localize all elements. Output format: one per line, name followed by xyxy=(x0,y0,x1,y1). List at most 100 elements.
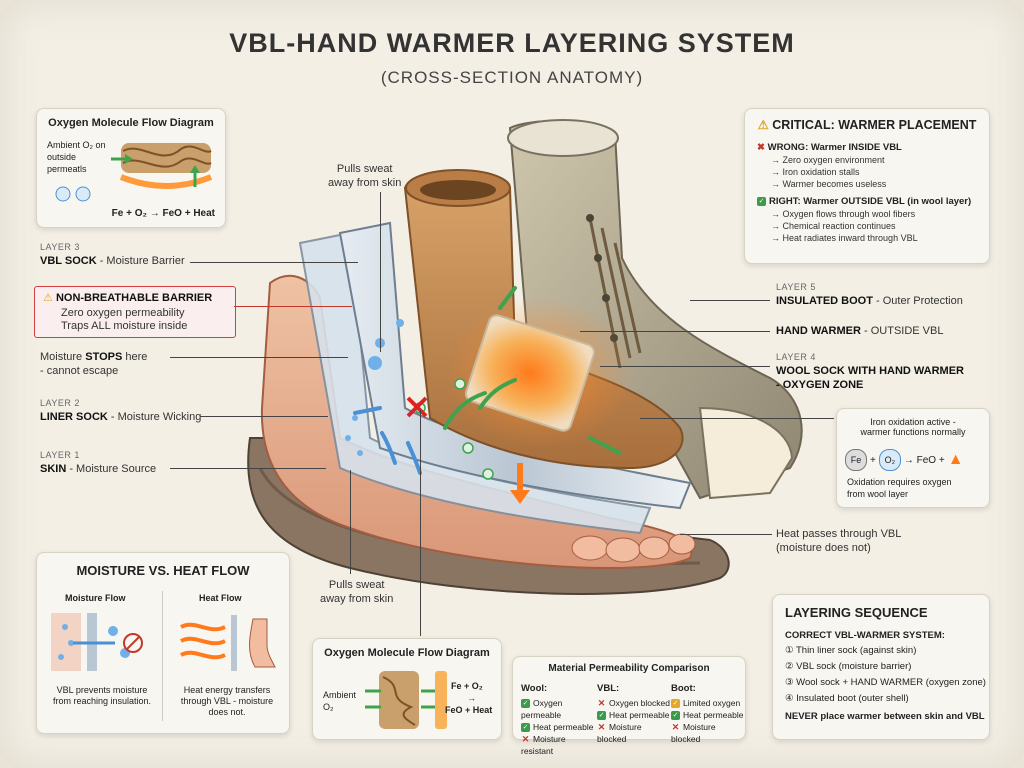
permeability-title: Material Permeability Comparison xyxy=(548,663,710,674)
moisture-heat-title: MOISTURE VS. HEAT FLOW xyxy=(76,563,250,578)
perm-item: ✓Oxygen permeable xyxy=(521,698,563,720)
sequence-step: ② VBL sock (moisture barrier) xyxy=(785,661,912,672)
pulls-sweat-bottom-leader xyxy=(350,470,351,574)
oxidation-note1: Oxidation requires oxygen xyxy=(847,477,952,487)
hand-warmer-label: HAND WARMER - OUTSIDE VBL xyxy=(776,325,944,337)
oxygen-bottom-ambient: Ambient O₂ xyxy=(323,690,357,712)
heat-passes-label: Heat passes through VBL(moisture does no… xyxy=(776,528,902,554)
check-icon: ✓ xyxy=(521,723,530,733)
x-icon: ✕ xyxy=(597,698,606,709)
wrong-item: → Iron oxidation stalls xyxy=(771,167,860,177)
right-item: → Oxygen flows through wool fibers xyxy=(771,209,916,219)
oxidation-equation: Fe + O₂ → FeO + ▲ xyxy=(845,449,964,471)
right-item: → Heat radiates inward through VBL xyxy=(771,233,918,243)
x-icon: ✕ xyxy=(597,722,606,733)
hand-warmer-pad xyxy=(464,314,596,432)
layer3-label: LAYER 3 VBL SOCK - Moisture Barrier xyxy=(40,242,185,267)
perm-item: ✓Heat permeable xyxy=(521,722,594,733)
perm-item: ✓Limited oxygen xyxy=(671,698,741,709)
sequence-title: LAYERING SEQUENCE xyxy=(785,605,928,620)
check-icon: ✓ xyxy=(671,711,680,721)
perm-item: ✓Heat permeable xyxy=(597,710,670,721)
check-icon: ✓ xyxy=(757,196,766,206)
oxygen-flow-card-top: Oxygen Molecule Flow Diagram Ambient O₂ … xyxy=(36,108,226,228)
x-icon: ✕ xyxy=(671,722,680,733)
oxygen-bottom-eq3: FeO + Heat xyxy=(445,705,493,715)
layer5-leader-line xyxy=(690,300,770,301)
sequence-warning: NEVER place warmer between skin and VBL xyxy=(785,711,985,722)
oxygen-ambient-text: Ambient O₂ on outside permeatls xyxy=(47,140,106,174)
wrong-item: → Zero oxygen environment xyxy=(771,155,885,165)
heat-caption: Heat energy transfers through VBL - mois… xyxy=(180,685,274,717)
wool-fiber-bottom-icon xyxy=(365,671,447,729)
permeability-card: Material Permeability Comparison Wool: ✓… xyxy=(512,656,746,756)
heat-passes-leader-line xyxy=(680,534,772,535)
perm-item: ✕Moisture resistant xyxy=(521,734,566,756)
layer4-label: LAYER 4 WOOL SOCK WITH HAND WARMER- OXYG… xyxy=(776,352,965,391)
oxygen-flow-card-bottom: Oxygen Molecule Flow Diagram Ambient O₂ … xyxy=(312,638,502,740)
page-title: VBL-HAND WARMER LAYERING SYSTEM xyxy=(229,28,795,58)
layer1-leader-line xyxy=(170,468,326,469)
barrier-line1: Zero oxygen permeability xyxy=(61,307,185,319)
x-icon: ✕ xyxy=(521,734,530,745)
perm-item: ✕Moisture blocked xyxy=(671,722,716,744)
wrong-x-icon: ✖ xyxy=(757,142,765,153)
hand-warmer-leader-line xyxy=(580,331,770,332)
barrier-leader-line xyxy=(234,306,352,307)
oxidation-note2: from wool layer xyxy=(847,489,909,499)
oxygen-flow-bottom-title: Oxygen Molecule Flow Diagram xyxy=(324,647,490,659)
heat-flow-label: Heat Flow xyxy=(199,593,242,603)
perm-item: ✕Moisture blocked xyxy=(597,722,642,744)
layer2-label: LAYER 2 LINER SOCK - Moisture Wicking xyxy=(40,398,202,423)
pulls-sweat-top-leader xyxy=(380,192,381,352)
oxygen-arrows xyxy=(443,286,622,455)
oxidation-line2: warmer functions normally xyxy=(860,427,966,437)
layer4-leader-line xyxy=(600,366,770,367)
moisture-flow-label: Moisture Flow xyxy=(65,593,126,603)
layering-sequence-card: LAYERING SEQUENCE CORRECT VBL-WARMER SYS… xyxy=(772,594,990,740)
wool-column: Wool: ✓Oxygen permeable ✓Heat permeable … xyxy=(521,683,597,757)
oxygen-bottom-eq1: Fe + O₂ xyxy=(451,681,483,691)
oxygen-flow-top-title: Oxygen Molecule Flow Diagram xyxy=(48,117,214,129)
insulated-boot xyxy=(507,119,803,500)
oxidation-card: Iron oxidation active - warmer functions… xyxy=(836,408,990,508)
moisture-stops-leader-line xyxy=(170,357,348,358)
warning-check-icon: ✓ xyxy=(671,699,680,709)
warning-icon: ⚠ xyxy=(757,118,769,132)
moisture-caption: VBL prevents moisture from reaching insu… xyxy=(52,685,152,706)
moisture-vs-heat-card: MOISTURE VS. HEAT FLOW Moisture Flow Hea… xyxy=(36,552,290,734)
check-icon: ✓ xyxy=(521,699,530,709)
moisture-stops-label: Moisture STOPS here - cannot escape xyxy=(40,351,148,377)
sequence-subtitle: CORRECT VBL-WARMER SYSTEM: xyxy=(785,630,945,641)
barrier-line2: Traps ALL moisture inside xyxy=(61,320,188,332)
sequence-step: ③ Wool sock + HAND WARMER (oxygen zone) xyxy=(785,677,986,688)
layer1-label: LAYER 1 SKIN - Moisture Source xyxy=(40,450,157,475)
critical-title-row: ⚠ CRITICAL: WARMER PLACEMENT xyxy=(757,118,977,132)
boot-column: Boot: ✓Limited oxygen ✓Heat permeable ✕M… xyxy=(671,683,747,745)
moisture-arrows xyxy=(353,406,422,475)
blocked-x-icon xyxy=(406,396,428,418)
non-breathable-barrier-callout: ⚠ NON-BREATHABLE BARRIER Zero oxygen per… xyxy=(34,286,236,338)
layer2-leader-line xyxy=(200,416,328,417)
boot-cross-section-illustration xyxy=(247,119,803,595)
o2-molecule-icon xyxy=(55,186,91,202)
sequence-step: ① Thin liner sock (against skin) xyxy=(785,645,917,656)
perm-item: ✕Oxygen blocked xyxy=(597,698,670,709)
page-subtitle: (CROSS-SECTION ANATOMY) xyxy=(380,68,644,87)
perm-item: ✓Heat permeable xyxy=(671,710,744,721)
toes xyxy=(571,533,696,563)
o2-atom-icon: O₂ xyxy=(878,449,901,471)
fe-atom-icon: Fe xyxy=(845,449,867,471)
oxidation-line1: Iron oxidation active - xyxy=(870,417,956,427)
layer3-leader-line xyxy=(190,262,358,263)
barrier-title: NON-BREATHABLE BARRIER xyxy=(55,292,213,304)
sequence-step: ④ Insulated boot (outer shell) xyxy=(785,693,909,704)
warning-icon: ⚠ xyxy=(43,292,53,304)
check-icon: ✓ xyxy=(597,711,606,721)
wrong-item: → Warmer becomes useless xyxy=(771,179,887,189)
vbl-column: VBL: ✕Oxygen blocked ✓Heat permeable ✕Mo… xyxy=(597,683,673,745)
flame-icon: ▲ xyxy=(947,451,964,468)
oxidation-leader-line xyxy=(640,418,834,419)
